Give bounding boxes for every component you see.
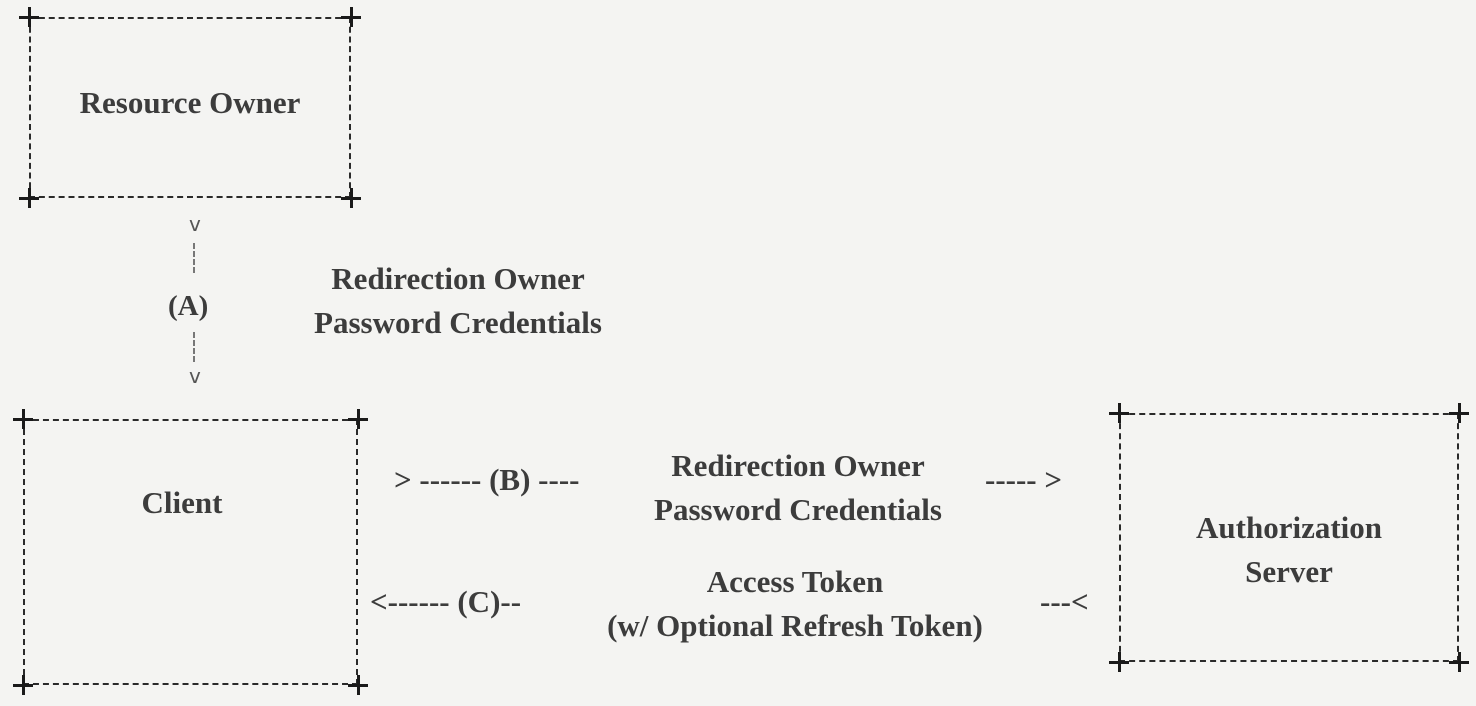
flow-c-text-line2: (w/ Optional Refresh Token) (607, 608, 983, 643)
corner-mark (19, 7, 39, 27)
authorization-server-box (1119, 413, 1459, 662)
corner-mark (341, 7, 361, 27)
corner-mark (1109, 652, 1129, 672)
arrow-down-icon: v (189, 364, 201, 388)
corner-mark (1449, 403, 1469, 423)
corner-mark (13, 409, 33, 429)
corner-mark (1109, 403, 1129, 423)
flow-a-text-line2: Password Credentials (314, 305, 602, 340)
client-label: Client (141, 485, 223, 520)
authorization-server-label-line2: Server (1245, 554, 1333, 589)
flow-a-text-line1: Redirection Owner (331, 261, 585, 296)
flow-a-line-top (193, 243, 195, 273)
corner-mark (348, 675, 368, 695)
corner-mark (348, 409, 368, 429)
flow-c-text-line1: Access Token (706, 564, 884, 599)
flow-b-right-segment: ----- > (985, 462, 1063, 497)
authorization-server-label-line1: Authorization (1196, 510, 1382, 545)
corner-mark (1449, 652, 1469, 672)
corner-mark (19, 188, 39, 208)
resource-owner-box (29, 17, 351, 198)
flow-b-text-line2: Password Credentials (654, 492, 942, 527)
resource-owner-label: Resource Owner (79, 85, 301, 120)
arrow-down-icon: v (189, 212, 201, 236)
flow-b-text-line1: Redirection Owner (671, 448, 925, 483)
flow-a-line-bottom (193, 332, 195, 362)
flow-a-label: (A) (168, 290, 209, 322)
corner-mark (341, 188, 361, 208)
corner-mark (13, 675, 33, 695)
flow-c-right-segment: ---< (1040, 584, 1089, 619)
flow-c-left-segment: <------ (C)-- (370, 584, 522, 619)
flow-b-left-segment: > ------ (B) ---- (394, 462, 580, 497)
client-box (23, 419, 358, 685)
